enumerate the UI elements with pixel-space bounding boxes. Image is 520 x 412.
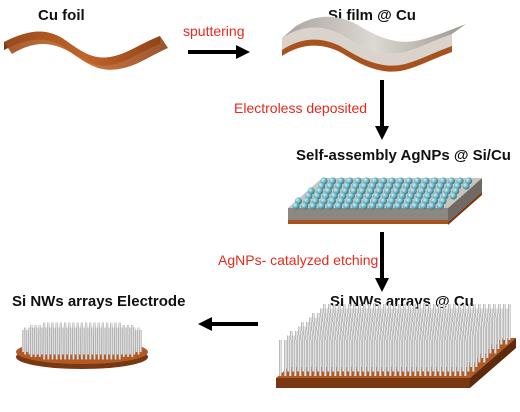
stage-label-si-nw-arrays: Si NWs arrays @ Cu <box>330 293 474 310</box>
stage-label-cu-foil: Cu foil <box>38 7 85 24</box>
stage-label-si-film: Si film @ Cu <box>328 7 416 24</box>
arrow-down-electroless <box>375 80 389 140</box>
si-nw-arrays-illustration <box>276 304 516 388</box>
cu-foil-illustration <box>4 31 168 70</box>
stage-label-agnps: Self-assembly AgNPs @ Si/Cu <box>296 147 511 164</box>
arrow-left-electrode <box>198 317 258 331</box>
arrow-down-etching <box>375 232 389 292</box>
stage-label-electrode: Si NWs arrays Electrode <box>12 293 185 310</box>
step-label-sputtering: sputtering <box>183 23 244 39</box>
si-film-illustration <box>282 16 466 72</box>
arrow-right-sputtering <box>188 45 250 59</box>
step-label-etching: AgNPs- catalyzed etching <box>218 252 378 268</box>
electrode-disc-illustration <box>16 322 148 369</box>
agnp-particles <box>292 177 473 210</box>
step-label-electroless: Electroless deposited <box>234 100 367 116</box>
